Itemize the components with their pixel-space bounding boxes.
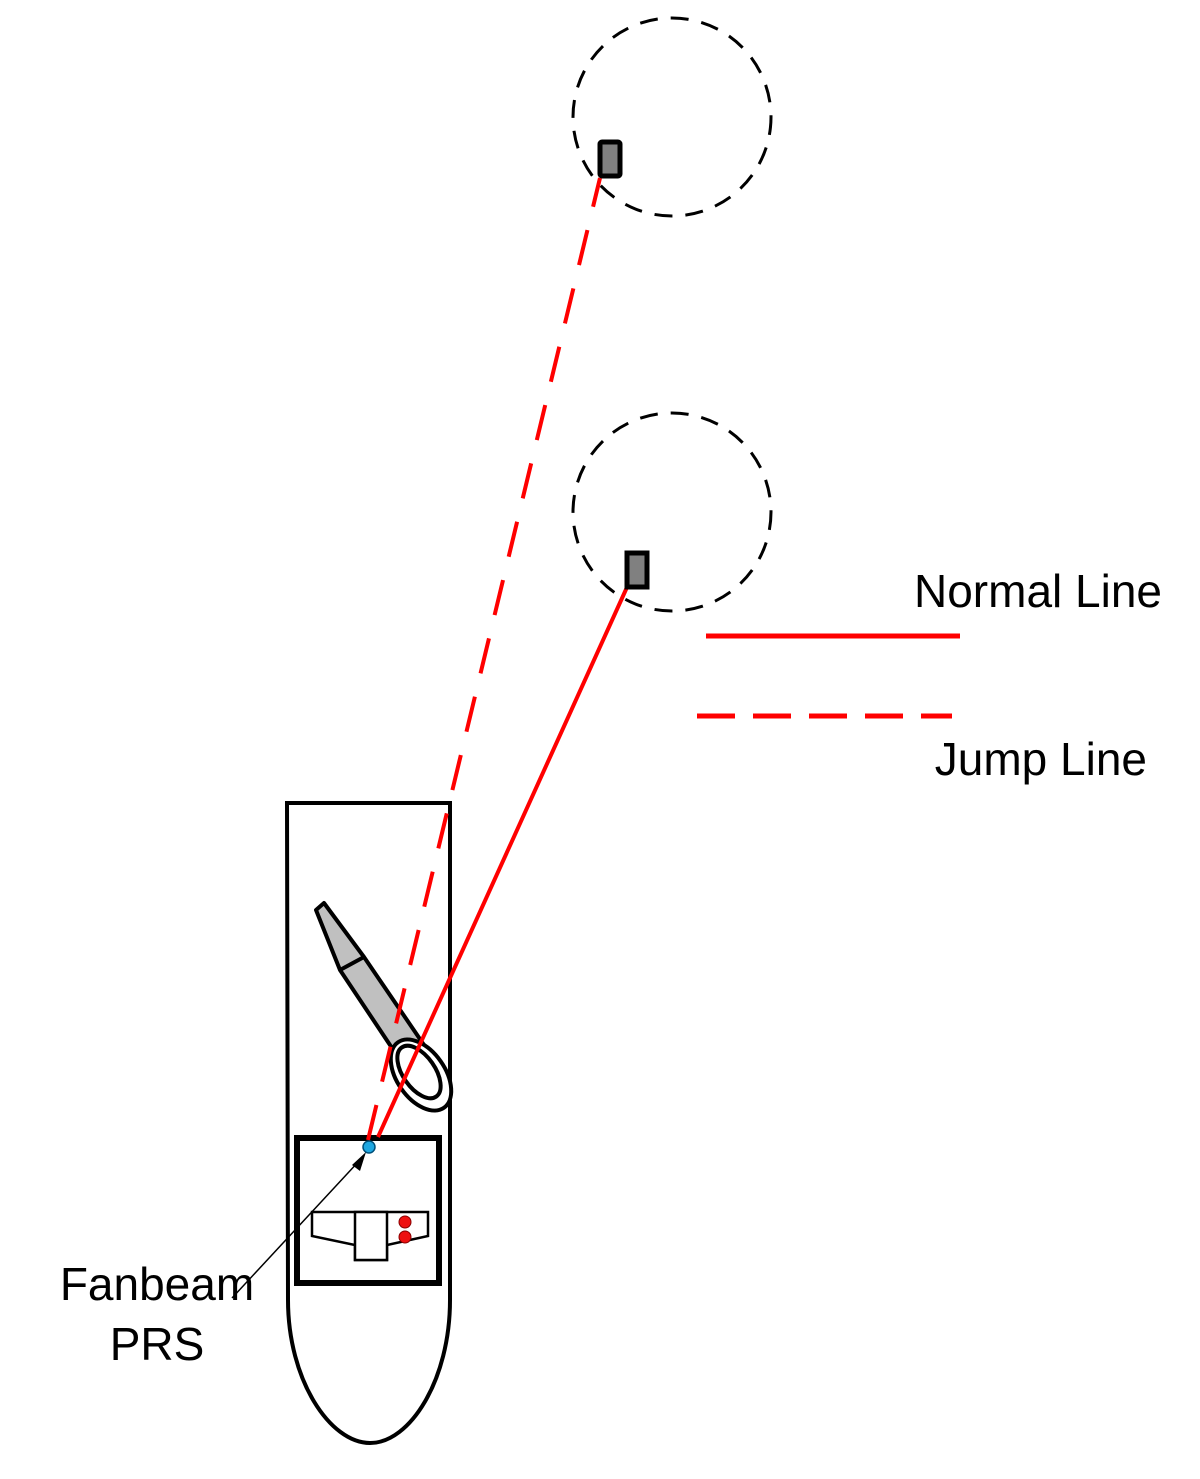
legend-jump-label: Jump Line bbox=[935, 733, 1147, 785]
watch-circle-lower bbox=[571, 411, 773, 613]
sensor-label-line1: Fanbeam bbox=[60, 1258, 254, 1310]
indicator-light-bottom bbox=[398, 1230, 412, 1244]
legend-normal-label: Normal Line bbox=[914, 565, 1162, 617]
console-center bbox=[353, 1210, 389, 1262]
sensor-pointer-arrowhead bbox=[352, 1152, 366, 1171]
crane-base-inner bbox=[395, 1043, 443, 1101]
normal-line bbox=[376, 584, 630, 1138]
target-lower-icon bbox=[624, 550, 650, 590]
watch-circle-upper bbox=[571, 16, 773, 218]
fanbeam-sensor-icon bbox=[362, 1140, 376, 1154]
target-upper-icon bbox=[597, 139, 623, 179]
legend: Normal Line Jump Line bbox=[697, 565, 1162, 785]
indicator-light-top bbox=[398, 1215, 412, 1229]
crane-boom-joint bbox=[339, 955, 365, 972]
jump-line bbox=[366, 177, 602, 1141]
sensor-pointer-line bbox=[231, 1159, 361, 1299]
sensor-label-line2: PRS bbox=[110, 1318, 205, 1370]
